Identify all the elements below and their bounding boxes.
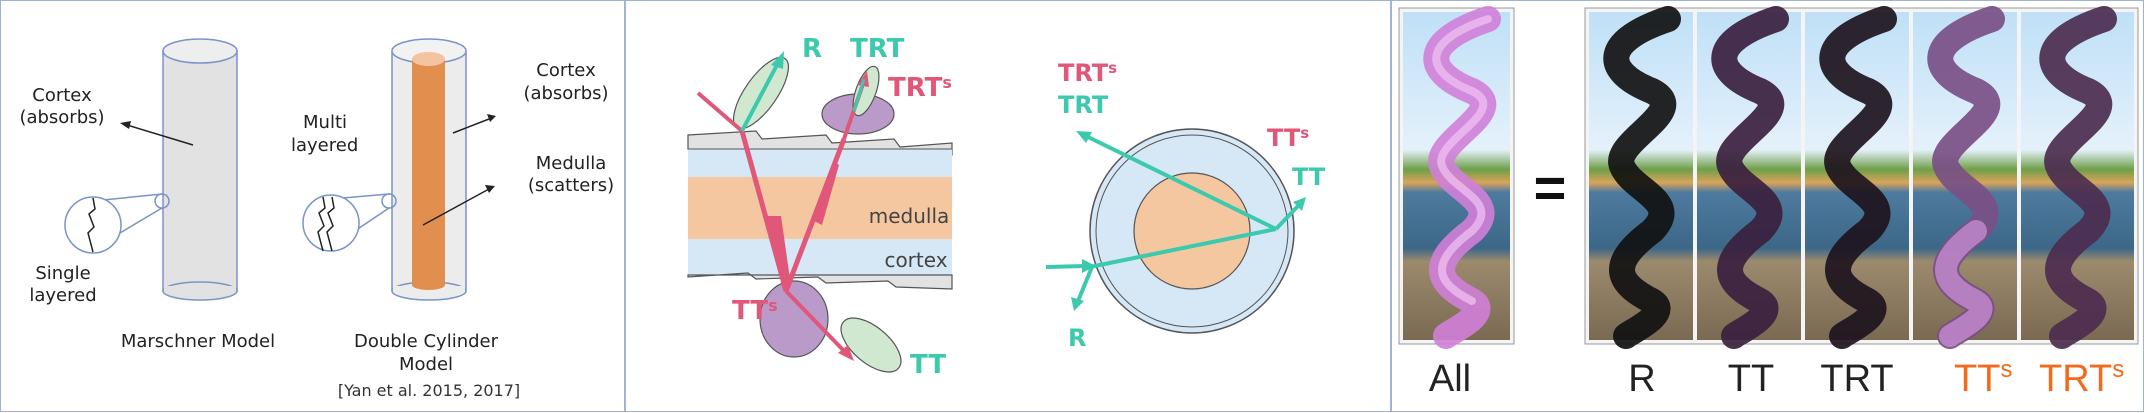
- label-r: R: [1628, 358, 1655, 400]
- tt-s-label: TTs: [732, 296, 778, 326]
- cortex-right-label-2: (absorbs): [523, 83, 608, 104]
- render-tt-s: [1913, 6, 2017, 349]
- scattering-lobes-panel: medulla cortex R TRT TRTs TTs TT: [625, 0, 1391, 412]
- render-tt: [1697, 6, 1801, 349]
- trt-label: TRT: [850, 34, 905, 64]
- circle-tt-s-label: TTs: [1267, 124, 1309, 152]
- all-render-image: [1398, 6, 1515, 349]
- cortex-left-arrow: [120, 121, 194, 146]
- rendered-components-panel: = All R TT TRT TTs TRTs: [1391, 0, 2144, 412]
- double-cylinder-label-2: Model: [399, 354, 453, 375]
- medulla-label-2: (scatters): [528, 175, 614, 196]
- cylinder-models-diagram: Cortex (absorbs) Multi layered Cortex (a…: [19, 38, 614, 400]
- label-tt-s: TTs: [1954, 356, 2012, 400]
- label-all: All: [1429, 358, 1471, 400]
- label-tt: TT: [1728, 358, 1774, 400]
- render-trt-s: [2021, 6, 2134, 349]
- medulla-label: medulla: [869, 204, 950, 228]
- label-trt-s: TRTs: [2039, 356, 2124, 400]
- cylinder-models-panel: Cortex (absorbs) Multi layered Cortex (a…: [0, 0, 625, 412]
- cortex-left-label-1: Cortex: [32, 85, 92, 106]
- single-layered-label-1: Single: [35, 263, 90, 284]
- slab-light-paths: [696, 51, 869, 361]
- render-r: [1589, 6, 1693, 349]
- marschner-model-label: Marschner Model: [121, 331, 275, 352]
- marschner-cylinder: [162, 38, 238, 301]
- cortex-left-label-2: (absorbs): [19, 107, 104, 128]
- multi-layered-label-2: layered: [291, 135, 358, 156]
- trt-lobe: [852, 65, 880, 117]
- cross-section-light-paths: [1045, 131, 1306, 311]
- circle-trt-label: TRT: [1058, 91, 1109, 119]
- multi-layer-zoom: [302, 193, 397, 252]
- tt-label: TT: [910, 350, 946, 380]
- single-layered-label-2: layered: [29, 285, 96, 306]
- label-trt: TRT: [1820, 358, 1893, 400]
- double-cylinder-label-1: Double Cylinder: [354, 331, 499, 352]
- citation: [Yan et al. 2015, 2017]: [338, 381, 520, 400]
- multi-layered-label-1: Multi: [303, 112, 347, 133]
- trt-s-label: TRTs: [888, 73, 952, 103]
- single-layer-zoom: [64, 193, 170, 254]
- equals-sign: =: [1534, 156, 1567, 219]
- medulla-arrow: [422, 185, 495, 226]
- scattering-lobes-diagram: medulla cortex R TRT TRTs TTs TT: [687, 34, 1326, 380]
- circle-trt-s-label: TRTs: [1058, 59, 1117, 87]
- render-trt: [1805, 6, 1909, 349]
- r-label: R: [802, 34, 822, 64]
- cortex-right-arrow: [452, 114, 496, 134]
- circle-r-label: R: [1068, 324, 1086, 352]
- cortex-right-label-1: Cortex: [536, 60, 596, 81]
- circle-tt-label: TT: [1292, 163, 1326, 191]
- rendered-components: = All R TT TRT TTs TRTs: [1398, 6, 2139, 400]
- tt-s-lobe: [759, 280, 829, 358]
- tt-lobe: [840, 317, 902, 373]
- double-cylinder: [391, 38, 467, 301]
- medulla-label-1: Medulla: [536, 153, 606, 174]
- cortex-label: cortex: [884, 248, 947, 272]
